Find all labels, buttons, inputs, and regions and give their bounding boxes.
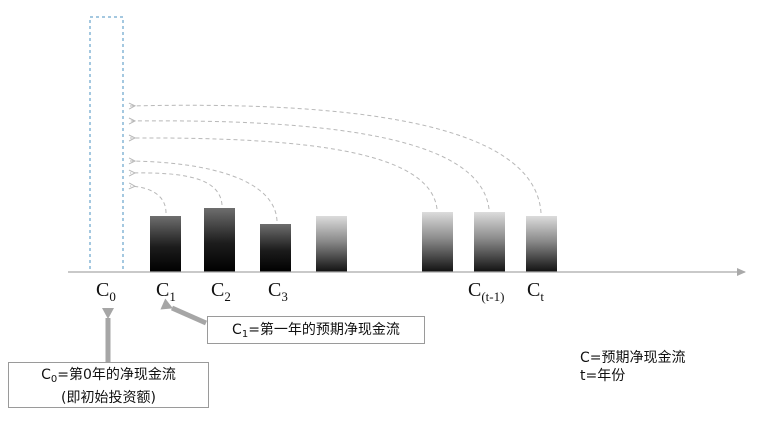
callout-c0-line1: C0=第0年的净现金流: [41, 367, 176, 385]
cash-flow-bar-c3: [260, 224, 291, 272]
callout-c0-line2: (即初始投资额): [61, 390, 156, 406]
callout-box-c1: C1=第一年的预期净现金流: [207, 316, 425, 344]
legend-line-c: C=预期净现金流: [580, 350, 686, 366]
label-c3: C3: [268, 279, 288, 304]
cash-flow-bar-ct: [526, 216, 557, 272]
initial-investment-dashed-box: [89, 16, 124, 273]
discount-arc-ct-1b: [130, 121, 490, 210]
label-ct: Ct: [527, 279, 544, 304]
legend: C=预期净现金流 t=年份: [580, 349, 686, 385]
cash-flow-bar-ct-1b: [474, 212, 505, 272]
discount-arc-ct: [130, 105, 542, 214]
discount-arcs: [130, 105, 542, 222]
discount-arc-c1: [130, 186, 167, 214]
label-ct-1: C(t-1): [468, 279, 505, 304]
label-c1: C1: [156, 279, 176, 304]
label-c2: C2: [211, 279, 231, 304]
legend-line-t: t=年份: [580, 368, 626, 384]
callout-box-c0: C0=第0年的净现金流 (即初始投资额): [8, 362, 209, 408]
cash-flow-bars: [150, 208, 557, 272]
cash-flow-bar-ct-1a: [422, 212, 453, 272]
discount-arc-c2: [130, 173, 223, 206]
cash-flow-bar-c4: [316, 216, 347, 272]
callout-arrow-c1: [160, 298, 208, 326]
label-c0: C0: [96, 279, 116, 304]
discount-arc-ct-1a: [130, 138, 438, 210]
discount-arc-c3: [130, 161, 278, 222]
cash-flow-bar-c2: [204, 208, 235, 272]
cash-flow-bar-c1: [150, 216, 181, 272]
